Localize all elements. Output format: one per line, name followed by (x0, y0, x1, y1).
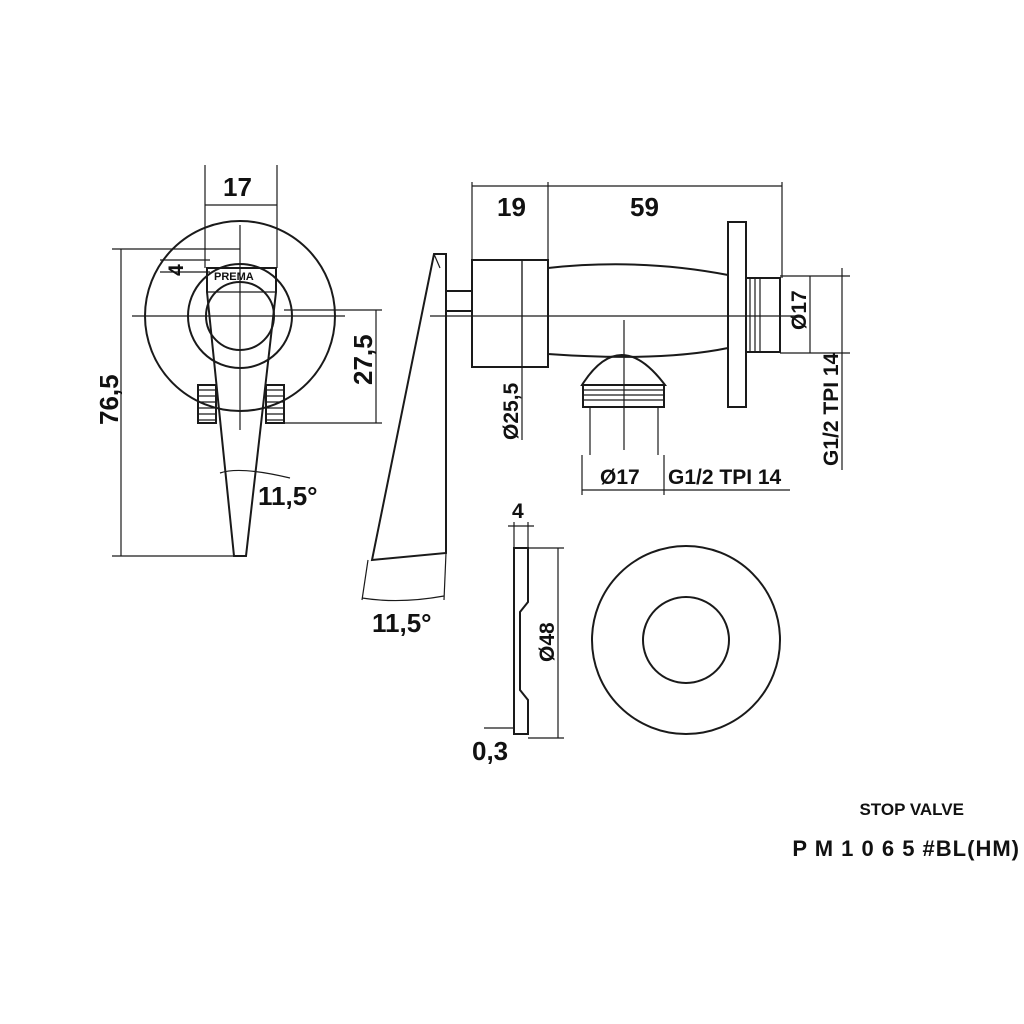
outlet-dome (580, 354, 668, 386)
dim-dia-outlet: Ø17 (600, 466, 640, 489)
stem (445, 290, 473, 312)
dim-diameter: Ø48 (536, 622, 559, 662)
product-code: P M 1 0 6 5 #BL(HM) (792, 836, 1020, 861)
dim-dia-body: Ø25,5 (500, 382, 523, 440)
dim-len-a: 19 (497, 192, 526, 222)
dim-offset: 4 (165, 264, 188, 276)
drawing-title: STOP VALVE (859, 800, 964, 819)
thread-right (265, 384, 285, 424)
dim-height-total: 76,5 (94, 374, 124, 425)
dim-thread-inlet: G1/2 TPI 14 (820, 352, 843, 466)
dim-thread-outlet: G1/2 TPI 14 (668, 466, 782, 489)
dim-thickness: 4 (512, 500, 524, 523)
dim-len-b: 59 (630, 192, 659, 222)
inlet-thread (745, 277, 781, 353)
angle-arc (219, 469, 291, 479)
flange-front-inner (642, 596, 730, 684)
thread-hatch (198, 389, 284, 421)
wall-flange (727, 221, 747, 408)
dim-width-top: 17 (223, 172, 252, 202)
valve-body (547, 263, 729, 358)
dim-angle-side: 11,5° (372, 608, 432, 638)
lever-profile (370, 253, 447, 562)
angle-arc-side (361, 595, 445, 602)
side-view: 11,5° (361, 253, 447, 638)
front-view: PREMA 17 4 76,5 27,5 11,5° (94, 165, 382, 557)
flange-front-outer (591, 545, 781, 735)
body-view: 19 59 Ø25,5 Ø17 G1/2 TPI 14 Ø17 G1/2 TPI… (430, 182, 850, 495)
cap-nut (471, 259, 549, 368)
dim-height-mid: 27,5 (348, 334, 378, 385)
flange-view: 4 Ø48 0,3 (472, 500, 781, 766)
dim-dia-inlet: Ø17 (788, 290, 811, 330)
dim-gap: 0,3 (472, 736, 508, 766)
flange-side (513, 547, 529, 735)
dim-angle-front: 11,5° (258, 481, 318, 511)
brand-mark: PREMA (214, 271, 254, 283)
thread-left (197, 384, 217, 424)
